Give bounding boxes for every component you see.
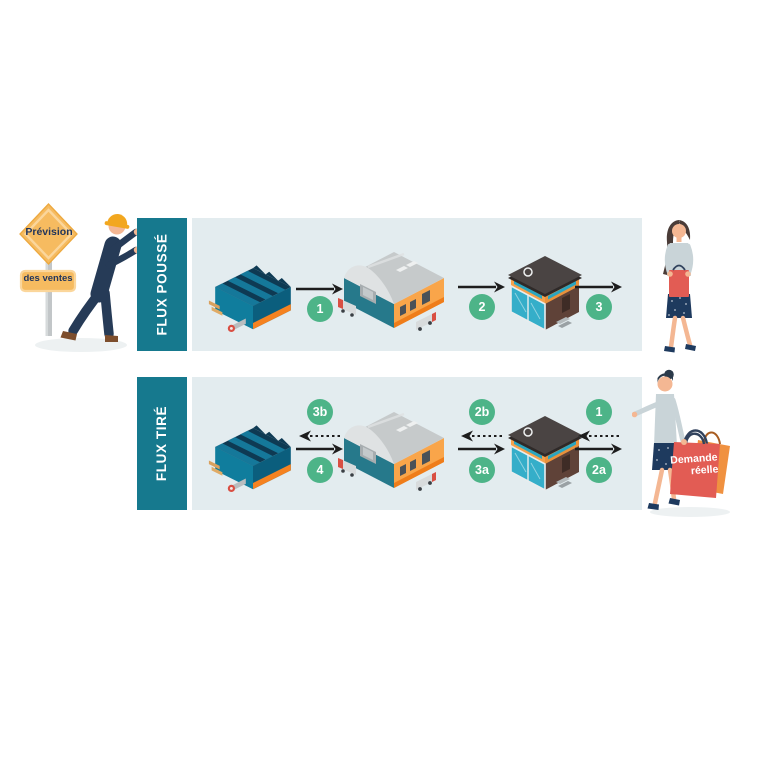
solid-right-arrow-icon xyxy=(575,281,622,293)
push-step-2: 2 xyxy=(458,280,506,321)
dotted-left-arrow-icon xyxy=(461,430,505,442)
push-flow-label-text: FLUX POUSSÉ xyxy=(154,233,170,336)
worker-pushing-icon xyxy=(19,203,141,352)
pull-connector-3: 1 2a xyxy=(575,399,623,483)
pull-connector-2: 2b 3a xyxy=(458,399,506,483)
step-badge: 3b xyxy=(307,399,333,425)
push-step-1: 1 xyxy=(296,282,344,323)
step-badge: 2 xyxy=(469,294,495,320)
step-badge: 2a xyxy=(586,457,612,483)
customer-icon xyxy=(663,220,696,353)
demand-bag-label: Demande réelle xyxy=(669,451,719,478)
step-badge: 4 xyxy=(307,457,333,483)
step-badge: 2b xyxy=(469,399,495,425)
solid-right-arrow-icon xyxy=(296,283,343,295)
step-badge: 1 xyxy=(586,399,612,425)
warehouse-building-icon xyxy=(338,252,444,331)
forecast-sign-line2: des ventes xyxy=(23,273,73,284)
step-badge: 3 xyxy=(586,294,612,320)
push-step-3: 3 xyxy=(575,280,623,321)
push-flow-label: FLUX POUSSÉ xyxy=(137,218,187,351)
retail-store-icon xyxy=(508,416,582,492)
solid-right-arrow-icon xyxy=(575,443,622,455)
real-demand-group: Demande réelle xyxy=(631,368,744,518)
solid-right-arrow-icon xyxy=(458,443,505,455)
factory-building-icon xyxy=(208,425,291,492)
pull-flow-label-text: FLUX TIRÉ xyxy=(154,405,170,482)
step-badge: 1 xyxy=(307,296,333,322)
dotted-left-arrow-icon xyxy=(578,430,622,442)
solid-right-arrow-icon xyxy=(296,443,343,455)
pull-connector-1: 3b 4 xyxy=(296,399,344,483)
forecast-sign-line1: Prévision xyxy=(25,226,73,238)
warehouse-building-icon xyxy=(338,412,444,491)
sales-forecast-group: Prévision des ventes xyxy=(15,193,141,358)
pull-flow-label: FLUX TIRÉ xyxy=(137,377,187,510)
step-badge: 3a xyxy=(469,457,495,483)
dotted-left-arrow-icon xyxy=(299,430,343,442)
solid-right-arrow-icon xyxy=(458,281,505,293)
customer-with-bags-icon xyxy=(631,369,730,517)
retail-store-icon xyxy=(508,256,582,332)
factory-building-icon xyxy=(208,265,291,332)
